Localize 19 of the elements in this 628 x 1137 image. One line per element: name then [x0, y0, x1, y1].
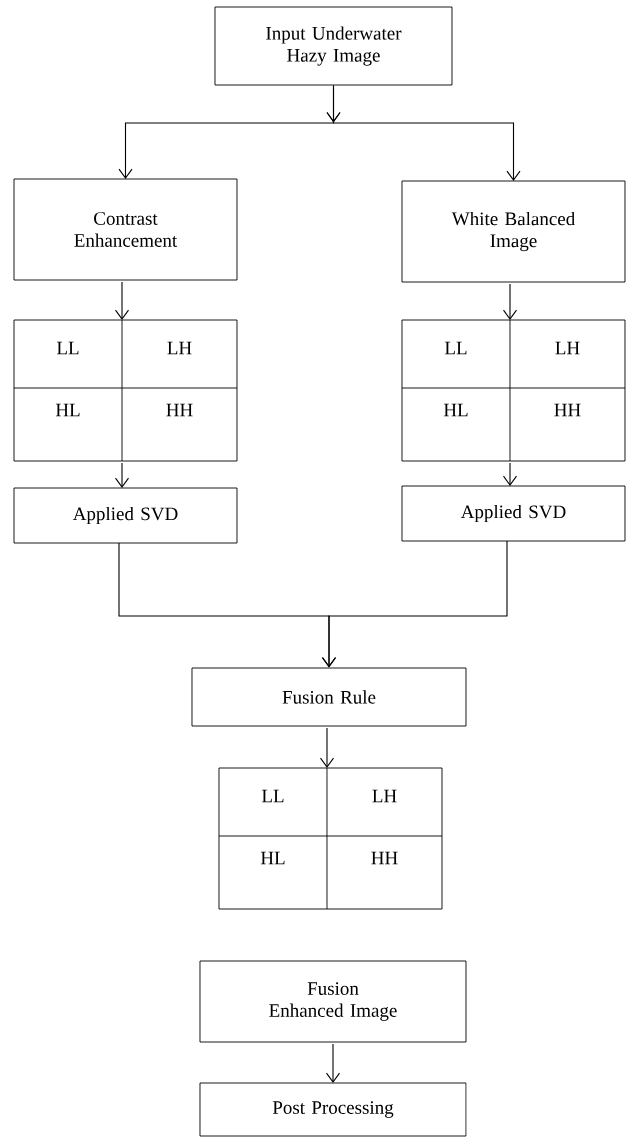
process-box: Fusion Enhanced Image [199, 960, 467, 1043]
arrow [321, 540, 508, 668]
process-box: Post Processing [199, 1082, 467, 1137]
process-box: Contrast Enhancement [13, 178, 238, 281]
arrow [502, 462, 518, 486]
arrow [114, 462, 130, 488]
arrow [502, 283, 518, 320]
process-box: Fusion Rule [191, 667, 467, 727]
subband-grid: LL LH HL HH [401, 319, 626, 462]
subband-grid: LL LH HL HH [13, 319, 238, 462]
subband-grid: LL LH HL HH [218, 767, 443, 910]
process-box: Applied SVD [401, 485, 626, 542]
arrow [325, 1043, 341, 1083]
process-box: Input Underwater Hazy Image [214, 6, 453, 86]
arrow [114, 281, 130, 320]
process-box: Applied SVD [13, 487, 238, 544]
arrow [319, 727, 335, 768]
arrow [326, 84, 521, 181]
process-box: White Balanced Image [401, 180, 626, 283]
